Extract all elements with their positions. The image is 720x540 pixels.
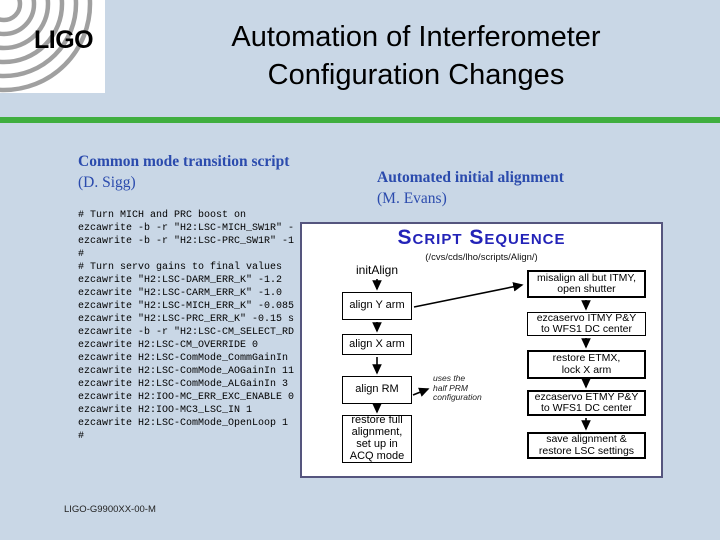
document-number: LIGO-G9900XX-00-M [64,504,156,515]
flow-box-ezcaservo-etmy: ezcaservo ETMY P&Y to WFS1 DC center [527,390,646,416]
flow-entry-label: initAlign [355,263,399,277]
left-heading-title: Common mode transition script [78,153,290,170]
slide-title: Automation of Interferometer Configurati… [231,21,601,91]
right-heading-title: Automated initial alignment [377,169,564,186]
diagram-subtitle: (/cvs/cds/lho/scripts/Align/) [425,252,538,263]
flow-arrows [372,279,591,431]
ligo-logo: LIGO [0,0,105,93]
flow-box-align-x-arm: align X arm [342,334,412,355]
flow-box-ezcaservo-itmy: ezcaservo ITMY P&Y to WFS1 DC center [527,312,646,336]
logo-text: LIGO [34,26,94,54]
diagram-title: Script Sequence [397,226,566,249]
flow-box-misalign-all: misalign all but ITMY, open shutter [527,270,646,298]
arrow-align-y-to-misalign [413,282,524,308]
left-section-heading: Common mode transition script (D. Sigg) [78,151,289,193]
diagram-canvas: Script Sequence (/cvs/cds/lho/scripts/Al… [302,224,661,476]
flow-box-align-rm: align RM [342,376,412,404]
logo-waves-icon [0,0,93,93]
script-sequence-diagram: Script Sequence (/cvs/cds/lho/scripts/Al… [300,222,663,478]
flow-box-align-y-arm: align Y arm [342,292,412,320]
flow-box-restore-etmx: restore ETMX, lock X arm [527,350,646,379]
right-section-heading: Automated initial alignment (M. Evans) [377,167,564,209]
arrow-rm-to-note [412,387,430,397]
green-divider-line [0,117,720,123]
flow-box-save-alignment: save alignment & restore LSC settings [527,432,646,459]
diagram-note: uses the half PRM configuration [433,373,482,402]
script-code-block: # Turn MICH and PRC boost on ezcawrite -… [78,210,295,442]
right-heading-author: (M. Evans) [377,190,447,207]
left-heading-author: (D. Sigg) [78,174,136,191]
flow-box-restore-full-alignment: restore full alignment, set up in ACQ mo… [342,414,412,463]
